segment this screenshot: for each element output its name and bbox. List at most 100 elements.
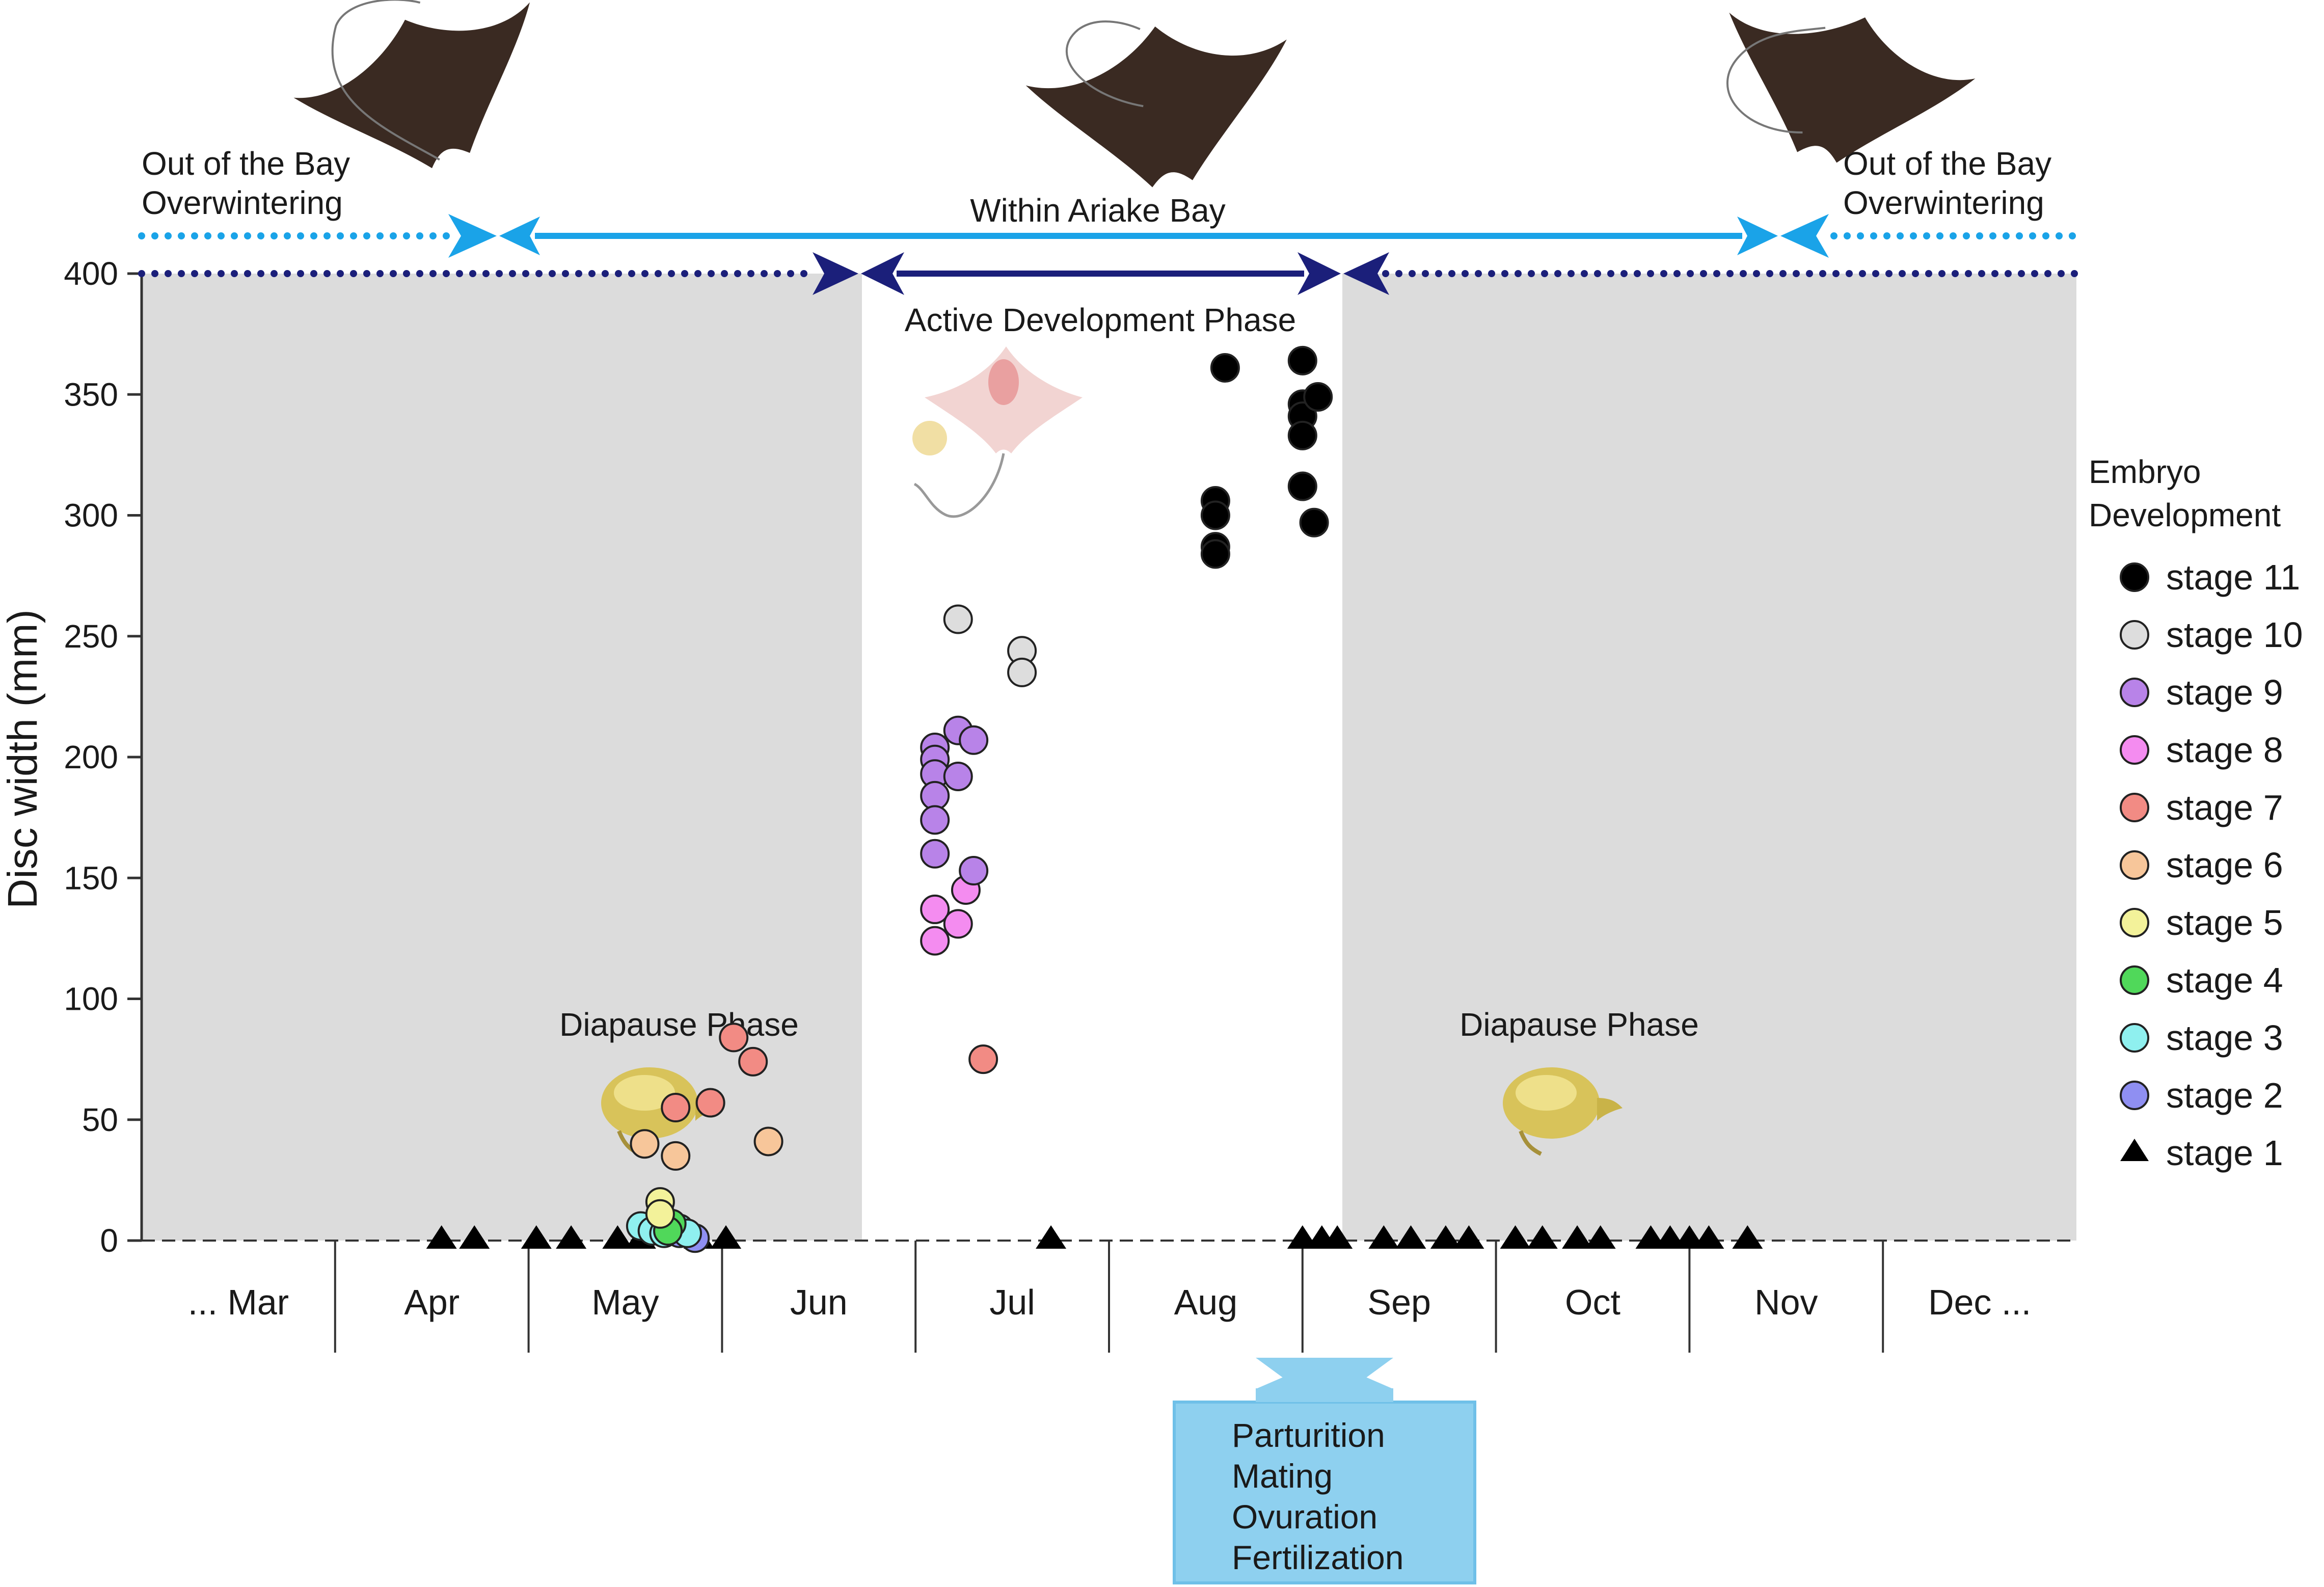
data-point [943,909,973,939]
y-tick-label: 50 [82,1101,118,1138]
month-label: Sep [1367,1282,1431,1322]
data-point-triangle [1036,1225,1067,1249]
data-point [1287,420,1317,450]
data-point [920,926,950,956]
data-point [1299,507,1329,537]
data-point-triangle [521,1225,552,1249]
data-point [1287,345,1317,375]
legend-label: stage 4 [2166,960,2283,1000]
data-point-triangle [1635,1225,1666,1249]
diapause-region-left [142,274,862,1241]
active-phase-label: Active Development Phase [905,302,1296,338]
data-point [968,1044,998,1074]
diapause-label-left: Diapause Phase [559,1006,799,1043]
data-point-triangle [1585,1225,1616,1249]
out-of-bay-left-line2: Overwintering [142,184,343,221]
data-point [1287,471,1317,501]
data-point [719,1023,749,1053]
data-point [695,1088,725,1118]
y-tick-label: 150 [64,859,118,896]
y-tick-label: 400 [64,255,118,292]
legend-label: stage 8 [2166,730,2283,770]
legend-marker [2120,735,2149,765]
legend-marker [2120,793,2149,822]
month-label: Nov [1754,1282,1818,1322]
y-axis-label: Disc width (mm) [0,609,46,909]
data-point-triangle [556,1225,587,1249]
legend-title-line1: Embryo [2089,453,2201,490]
data-point-triangle [1430,1225,1461,1249]
diapause-label-right: Diapause Phase [1460,1006,1699,1043]
event-ovuration: Ovuration [1232,1498,1377,1536]
data-point-triangle [1395,1225,1426,1249]
data-point [943,761,973,791]
data-point [661,1093,691,1123]
legend-label: stage 5 [2166,903,2283,943]
out-of-bay-left-line1: Out of the Bay [142,145,350,182]
month-label: Oct [1565,1282,1620,1322]
event-fertilization: Fertilization [1232,1539,1403,1576]
y-tick-label: 200 [64,739,118,775]
data-point-triangle [459,1225,490,1249]
data-point [1210,353,1240,383]
data-point-triangle [602,1225,633,1249]
diapause-region-right [1342,274,2076,1241]
legend-label: stage 10 [2166,615,2303,655]
legend-label: stage 7 [2166,788,2283,827]
out-of-bay-right-line2: Overwintering [1843,184,2044,221]
event-box [1173,1358,1476,1584]
y-tick-label: 100 [64,981,118,1017]
legend-marker [2120,562,2149,592]
legend-marker [2120,965,2149,995]
legend-label: stage 11 [2166,557,2300,597]
y-tick-label: 300 [64,497,118,534]
y-tick-label: 250 [64,618,118,655]
data-point-triangle [1732,1225,1763,1249]
y-tick-label: 350 [64,376,118,413]
data-point [738,1046,768,1077]
data-points [426,345,1763,1253]
out-of-bay-right-line1: Out of the Bay [1843,145,2051,182]
data-point [661,1141,691,1171]
embryo-icon [912,346,1083,518]
data-point [645,1199,675,1229]
legend-label: stage 1 [2166,1133,2283,1173]
data-point [959,725,989,755]
event-mating: Mating [1232,1457,1333,1495]
legend-marker [2120,850,2149,880]
legend-label: stage 3 [2166,1018,2283,1058]
month-label: May [591,1282,659,1322]
month-label: Aug [1174,1282,1238,1322]
legend-marker [2120,620,2149,650]
data-point-triangle [1674,1225,1705,1249]
data-point [920,894,950,924]
ray-icon [1025,20,1287,187]
data-point [959,856,989,886]
data-point-triangle [1453,1225,1484,1249]
legend-marker [2120,908,2149,937]
data-point [1200,500,1230,530]
month-label: Apr [404,1282,460,1322]
y-axis: 0 50 100 150 200 250 300 350 400 [64,255,143,1259]
data-point [1200,539,1230,569]
month-label: Jun [790,1282,848,1322]
data-point [1303,382,1333,412]
data-point-triangle [1693,1225,1724,1249]
data-point-triangle [1500,1225,1531,1249]
legend-marker [2120,1081,2149,1110]
legend-marker [2120,1023,2149,1053]
data-point-triangle [1368,1225,1399,1249]
legend-label: stage 2 [2166,1075,2283,1115]
data-point [630,1129,660,1159]
data-point-triangle [1287,1225,1318,1249]
legend-title-line2: Development [2089,497,2281,533]
bay-range-lines [138,232,2082,277]
y-tick-label: 0 [100,1222,118,1259]
data-point [943,604,973,634]
within-bay-arrow [448,214,1829,258]
data-point-triangle [1527,1225,1558,1249]
legend-marker [2120,678,2149,707]
active-phase-arrow [813,252,1389,295]
